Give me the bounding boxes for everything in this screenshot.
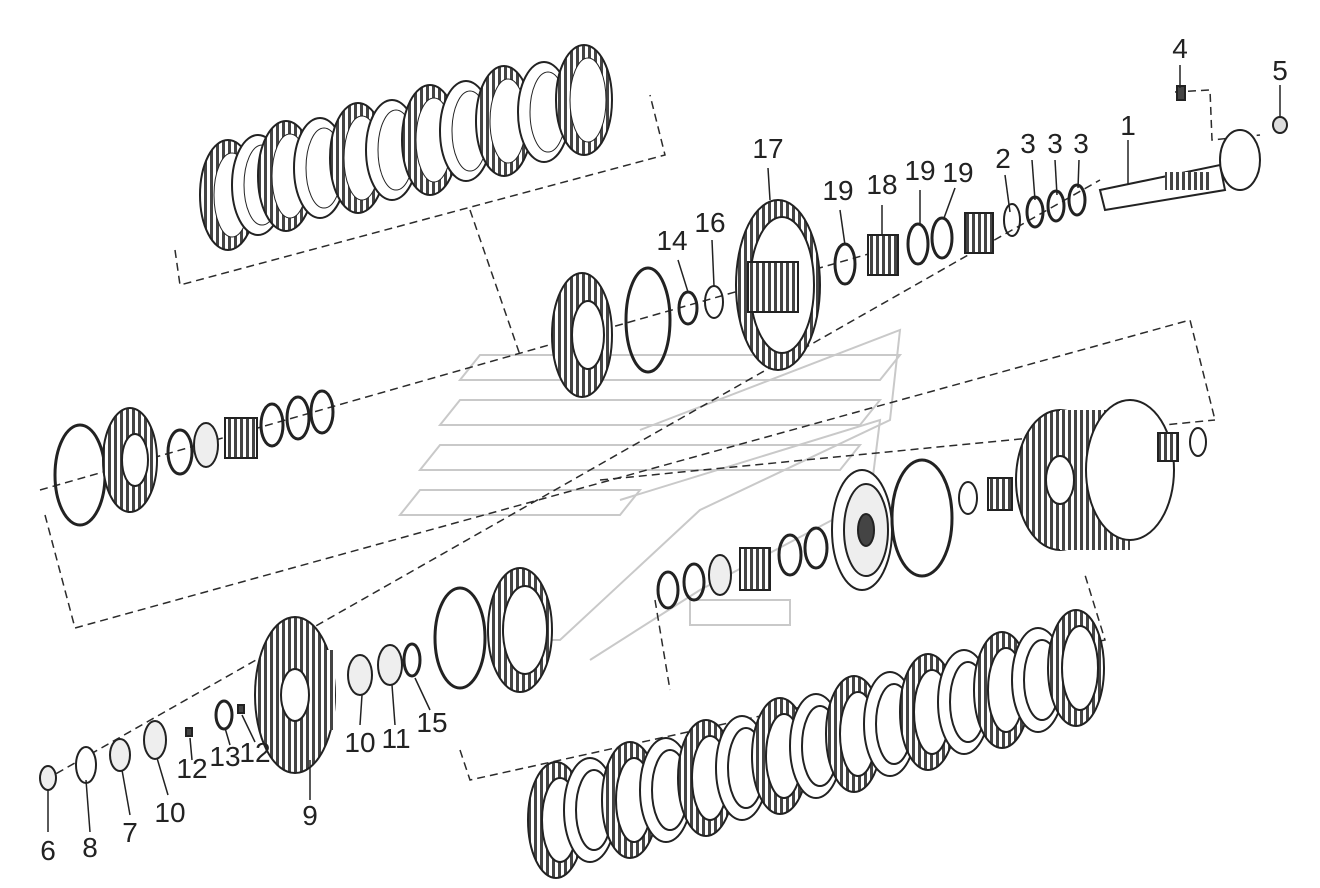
seal-ring (1025, 195, 1045, 229)
clutch-disc (555, 44, 613, 156)
seal-ring (803, 526, 829, 570)
callout-5: 5 (1272, 55, 1288, 86)
thrust-washer (193, 422, 219, 468)
piston (102, 407, 158, 513)
seal-ring (402, 642, 422, 678)
output-gear (254, 616, 336, 774)
seal-ring (704, 285, 724, 319)
nut (1272, 116, 1288, 134)
seal-ring (1046, 189, 1066, 223)
drive-gear (735, 199, 821, 371)
callout-11: 11 (381, 723, 410, 754)
callout-16: 16 (694, 207, 725, 238)
piston (831, 469, 893, 591)
seal-ring (958, 481, 978, 515)
callout-leaders (47, 65, 1281, 833)
callout-4: 4 (1172, 33, 1188, 64)
lock-washer (75, 746, 97, 784)
clutch-disc (475, 65, 533, 177)
snap-ring (930, 216, 954, 260)
lower-assembly (39, 567, 553, 791)
seal-ring (777, 533, 803, 577)
callout-12: 12 (239, 737, 270, 768)
pressure-plate (487, 567, 553, 693)
callout-6: 6 (40, 835, 56, 866)
seal-ring (656, 570, 680, 610)
seal-ring (166, 428, 194, 476)
seal-ring (682, 562, 706, 602)
input-shaft (1098, 129, 1261, 212)
callout-19: 19 (904, 155, 935, 186)
upper-shaft-assembly (551, 85, 1288, 398)
callout-3: 3 (1047, 128, 1063, 159)
callout-3: 3 (1073, 128, 1089, 159)
snap-ring (906, 222, 930, 266)
callout-labels: 1 2 3 3 3 4 5 6 7 8 9 10 10 11 12 12 13 … (40, 33, 1288, 866)
seal-ring (259, 402, 285, 448)
seal-ring (677, 290, 699, 326)
snap-ring (833, 242, 857, 286)
callout-12: 12 (176, 753, 207, 784)
callout-17: 17 (752, 133, 783, 164)
snap-ring (53, 423, 107, 527)
needle-bearing (224, 417, 258, 459)
callout-14: 14 (656, 225, 687, 256)
callout-8: 8 (82, 832, 98, 863)
needle-bearing (987, 477, 1013, 511)
upper-clutch-pack (199, 44, 613, 251)
callout-13: 13 (209, 741, 240, 772)
thrust-washer (143, 720, 167, 760)
key (185, 727, 193, 737)
seal-ring (1189, 427, 1207, 457)
callout-10: 10 (344, 727, 375, 758)
snap-ring (214, 699, 234, 731)
snap-ring (624, 266, 672, 374)
callout-19: 19 (942, 157, 973, 188)
seal-ring (109, 738, 131, 772)
callout-19: 19 (822, 175, 853, 206)
needle-bearing (1157, 432, 1179, 462)
seal-ring (309, 389, 335, 435)
needle-bearing (867, 234, 899, 276)
seal-ring (1067, 183, 1087, 217)
snap-ring (890, 458, 954, 578)
lower-clutch-pack (527, 609, 1105, 879)
watermark-logo (397, 328, 903, 661)
callout-3: 3 (1020, 128, 1036, 159)
callout-1: 1 (1120, 110, 1136, 141)
callout-15: 15 (416, 707, 447, 738)
callout-18: 18 (866, 169, 897, 200)
clutch-drum (1015, 399, 1175, 551)
snap-ring (433, 586, 487, 690)
thrust-washer (708, 554, 732, 596)
pressure-plate (551, 272, 613, 398)
middle-left-assembly (53, 389, 335, 527)
thrust-washer (1003, 203, 1021, 237)
bolt (1176, 85, 1186, 101)
callout-2: 2 (995, 143, 1011, 174)
middle-right-assembly (656, 399, 1207, 610)
thrust-washer (347, 654, 373, 696)
needle-bearing (964, 212, 994, 254)
seal-ring (285, 395, 311, 441)
key (237, 704, 245, 714)
callout-7: 7 (122, 817, 138, 848)
callout-10: 10 (154, 797, 185, 828)
clutch-disc (1047, 609, 1105, 727)
thrust-washer (377, 644, 403, 686)
seal-ring (39, 765, 57, 791)
needle-bearing (739, 547, 771, 591)
callout-9: 9 (302, 800, 318, 831)
